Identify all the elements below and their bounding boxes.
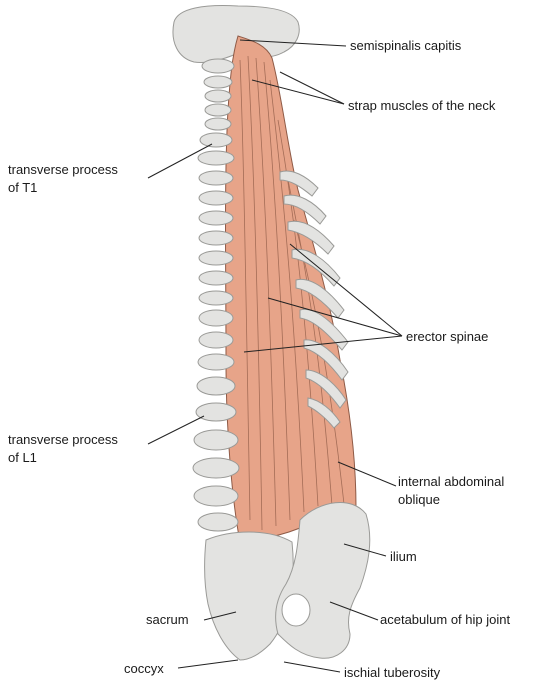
label-semispinalis-capitis: semispinalis capitis [350, 38, 462, 53]
ribs [279, 170, 349, 429]
acetabulum-socket [281, 593, 311, 627]
label-erector-spinae: erector spinae [406, 329, 489, 344]
label-coccyx: coccyx [124, 661, 164, 676]
label-ischial-tuberosity: ischial tuberosity [344, 665, 441, 680]
label-strap-muscles: strap muscles of the neck [348, 98, 496, 113]
label-internal-abdominal-oblique-line1: internal abdominal [398, 474, 505, 489]
label-sacrum: sacrum [146, 612, 189, 627]
sacrum-bone [204, 531, 294, 661]
label-transverse-process-t1-line1: transverse process [8, 162, 118, 177]
label-internal-abdominal-oblique-line2: oblique [398, 492, 440, 507]
label-acetabulum-of-hip-joint: acetabulum of hip joint [380, 612, 511, 627]
vertebral-column [192, 58, 240, 532]
skull-base [172, 5, 300, 63]
label-transverse-process-l1-line2: of L1 [8, 450, 37, 465]
leader-lines [147, 39, 403, 673]
label-transverse-process-t1-line2: of T1 [8, 180, 38, 195]
label-transverse-process-l1-line1: transverse process [8, 432, 118, 447]
label-ilium: ilium [390, 549, 417, 564]
